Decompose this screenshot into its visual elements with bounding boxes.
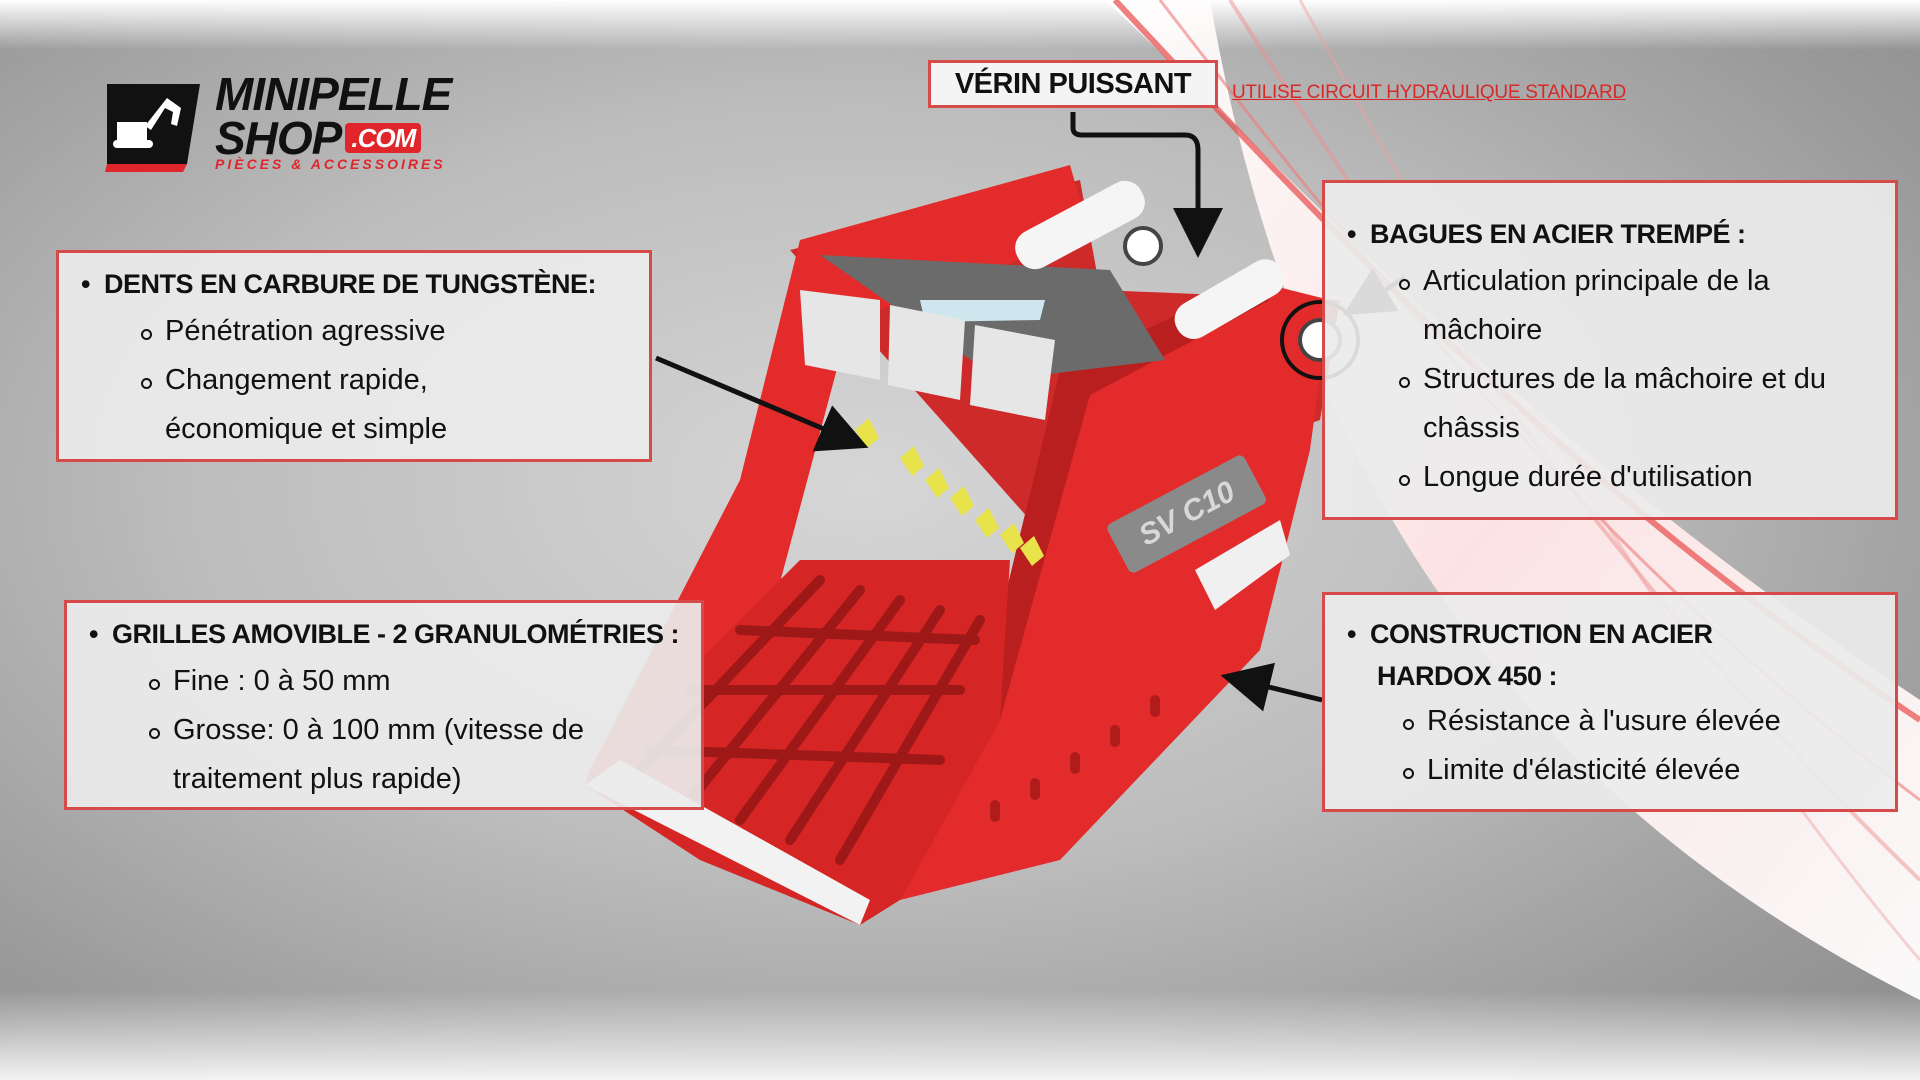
callout-bagues: BAGUES EN ACIER TREMPÉ : Articulation pr… xyxy=(1322,180,1898,520)
list-item: économique et simple xyxy=(165,413,448,445)
list-item: Résistance à l'usure élevée xyxy=(1399,697,1873,746)
callout-dents-heading: DENTS EN CARBURE DE TUNGSTÈNE: xyxy=(81,267,627,301)
callout-bagues-heading: BAGUES EN ACIER TREMPÉ : xyxy=(1347,217,1873,251)
logo-wordmark: MINIPELLE SHOP .COM xyxy=(215,68,452,164)
callout-grilles: GRILLES AMOVIBLE - 2 GRANULOMÉTRIES : Fi… xyxy=(64,600,704,810)
callout-construction-heading-2: HARDOX 450 : xyxy=(1377,661,1558,691)
list-item: Grosse: 0 à 100 mm (vitesse de xyxy=(145,706,679,755)
logo-com-badge: .COM xyxy=(345,123,422,153)
list-item: Changement rapide, xyxy=(137,356,627,405)
list-item: traitement plus rapide) xyxy=(173,763,462,795)
list-item: Limite d'élasticité élevée xyxy=(1399,746,1873,795)
callout-grilles-heading: GRILLES AMOVIBLE - 2 GRANULOMÉTRIES : xyxy=(89,617,680,651)
verin-puissant-label: VÉRIN PUISSANT xyxy=(928,60,1218,108)
list-item: Structures de la mâchoire et du xyxy=(1395,355,1873,404)
list-item: mâchoire xyxy=(1423,314,1543,346)
callout-dents: DENTS EN CARBURE DE TUNGSTÈNE: Pénétrati… xyxy=(56,250,652,462)
minipelle-shop-logo[interactable]: MINIPELLE SHOP .COM PIÈCES & ACCESSOIRES xyxy=(105,68,485,177)
list-item: Articulation principale de la xyxy=(1395,257,1873,306)
list-item: Pénétration agressive xyxy=(137,307,627,356)
bottom-vignette xyxy=(0,990,1920,1080)
callout-construction: CONSTRUCTION EN ACIER HARDOX 450 : Résis… xyxy=(1322,592,1898,812)
list-item: Longue durée d'utilisation xyxy=(1395,453,1873,502)
list-item: châssis xyxy=(1423,412,1520,444)
hydraulic-circuit-link[interactable]: UTILISE CIRCUIT HYDRAULIQUE STANDARD xyxy=(1232,82,1626,103)
excavator-logo-icon xyxy=(105,84,200,172)
list-item: Fine : 0 à 50 mm xyxy=(145,657,679,706)
logo-tagline: PIÈCES & ACCESSOIRES xyxy=(215,156,446,172)
top-vignette xyxy=(0,0,1920,50)
screening-bucket-illustration: SV C10 xyxy=(585,165,1342,925)
logo-line-1: MINIPELLE xyxy=(215,68,452,120)
logo-line-2: SHOP xyxy=(215,112,342,164)
callout-construction-heading: CONSTRUCTION EN ACIER xyxy=(1347,617,1873,651)
